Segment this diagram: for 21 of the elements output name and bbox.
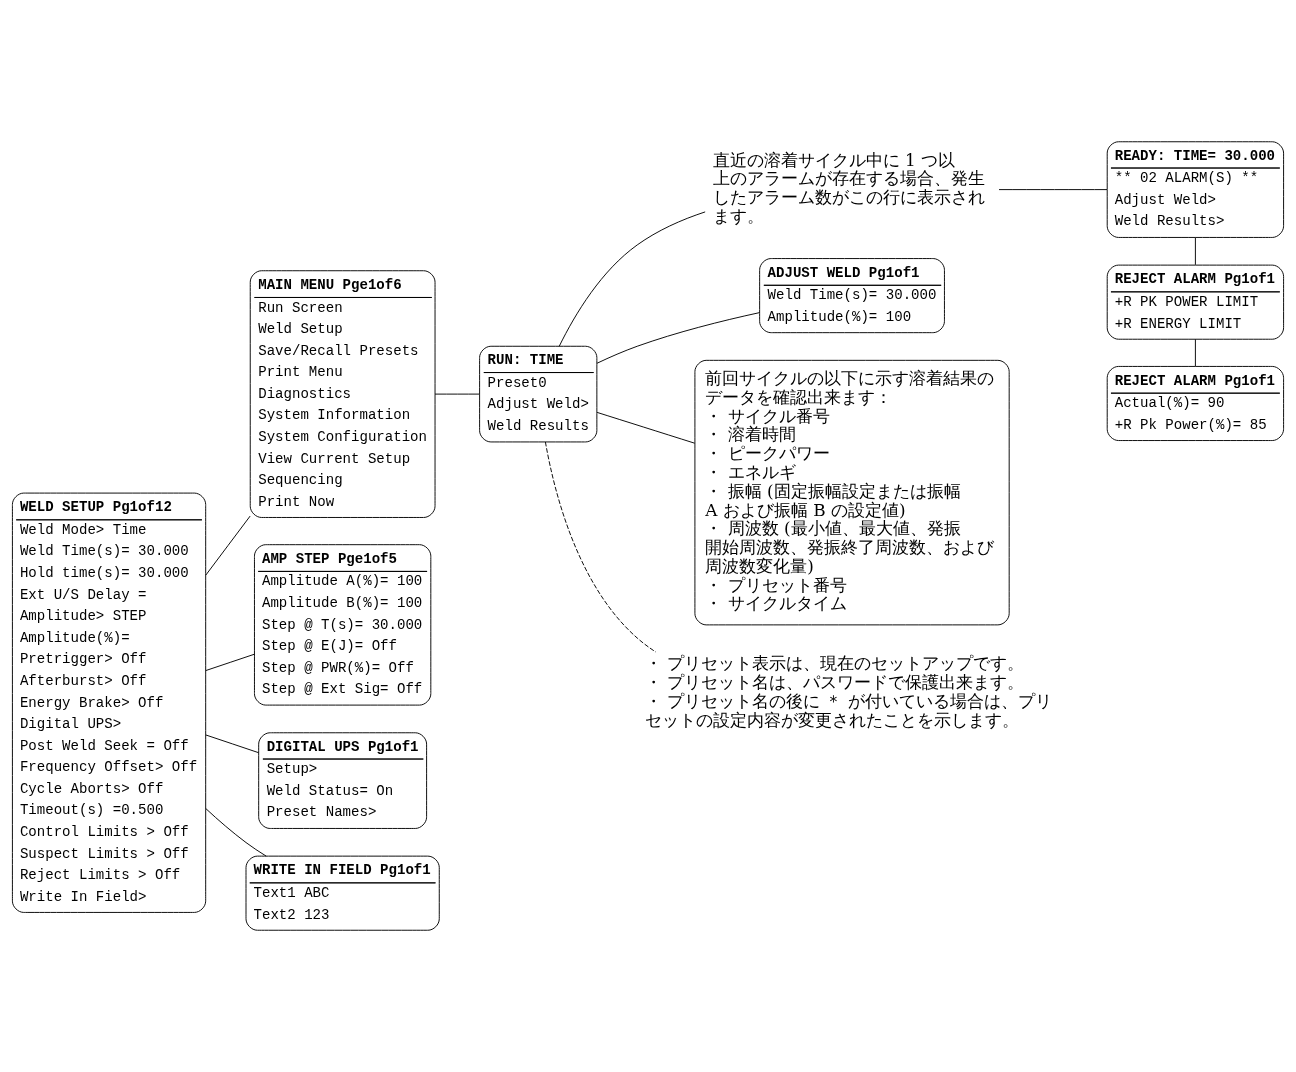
connector [558, 211, 706, 347]
node-text: 直近の溶着サイクル中に 1 つ以上のアラームが存在する場合、発生したアラーム数がこの行に表示されます。 [712, 149, 985, 226]
connector [205, 808, 267, 857]
connector [434, 393, 480, 395]
connector [596, 312, 760, 364]
connector [1194, 237, 1196, 266]
node-box: WELD SETUP Pg1of12 Weld Mode> Time Weld Time(s)= 30.000 Hold time(s)= 30.000 Ext U/S Delay = Amplitude> STEP Amplitude(%)= Pretrigger> Off Afterburst> Off Energy Brake> Off Digital UPS> Post Weld Seek = Off Frequency Offset> Off Cycle Aborts> Off Timeout(s) =0.500 Control Limits > Off Suspect Limits > Off Reject Limits > Off Write In Field> [11, 492, 207, 913]
connector [205, 515, 251, 576]
node-box: READY: TIME= 30.000 ** 02 ALARM(S) ** Adjust Weld> Weld Results> [1106, 141, 1285, 238]
connector [596, 411, 696, 444]
node-box: DIGITAL UPS Pg1of1 Setup> Weld Status= On Preset Names> [258, 732, 428, 829]
node-text: ・ プリセット表示は、現在のセットアップです。 ・ プリセット名は、パスワードで保護出来ます。 ・ プリセット名の後に ＊ が付いている場合は、プリセットの設定内容が変更されたことを示します。 [644, 653, 1052, 730]
node-box: WRITE IN FIELD Pg1of1 Text1 ABC Text2 123 [245, 855, 440, 931]
connector [998, 189, 1108, 191]
connector [1194, 338, 1196, 367]
node-box: REJECT ALARM Pg1of1 Actual(%)= 90 +R Pk Power(%)= 85 [1106, 365, 1285, 442]
node-box: 前回サイクルの以下に示す溶着結果のデータを確認出来ます： ・ サイクル番号 ・ 溶着時間 ・ ピークパワー ・ エネルギ ・ 振幅 (固定振幅設定または振幅 A および振幅 B の設定値) ・ 周波数 (最小値、最大値、発振開始周波数、発振終了周波数、および周波数変化量) ・ プリセット番号 ・ サイクルタイム [694, 359, 1010, 626]
connector [544, 441, 657, 653]
connector [205, 653, 255, 671]
node-box: REJECT ALARM Pg1of1 +R PK POWER LIMIT +R ENERGY LIMIT [1106, 264, 1285, 340]
connector [205, 734, 259, 754]
